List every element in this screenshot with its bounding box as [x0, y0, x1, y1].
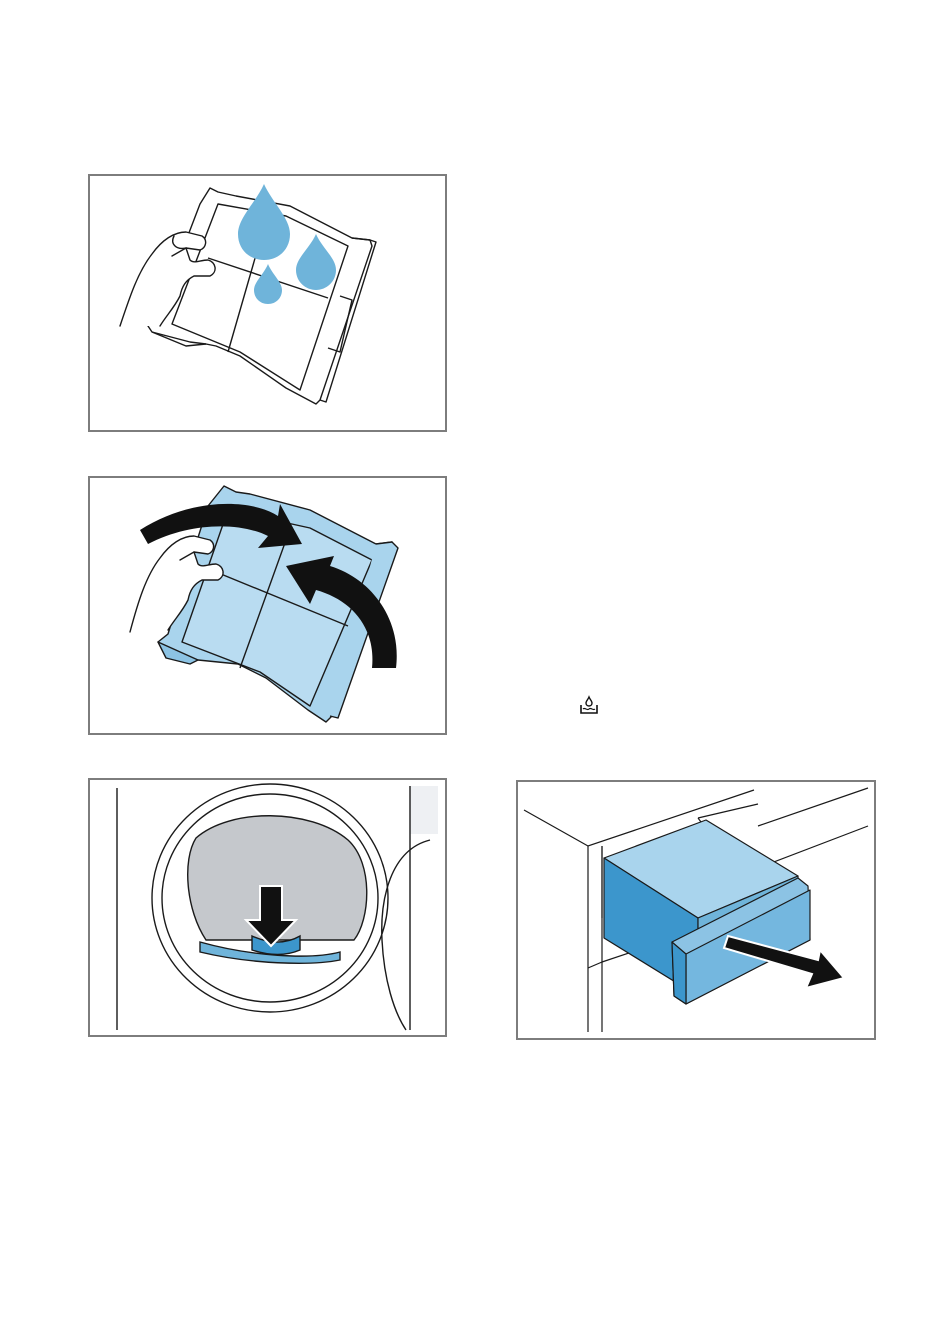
figure-door-filter — [88, 778, 447, 1037]
door-filter-illustration — [90, 780, 447, 1037]
figure-rinse-filter — [88, 174, 447, 432]
figure-close-filter — [88, 476, 447, 735]
water-container-empty-icon — [578, 694, 600, 716]
water-container-icon — [604, 820, 810, 1004]
close-filter-illustration — [90, 478, 447, 735]
rinse-filter-illustration — [90, 176, 447, 432]
water-container-illustration — [518, 782, 876, 1040]
figure-water-container — [516, 780, 876, 1040]
